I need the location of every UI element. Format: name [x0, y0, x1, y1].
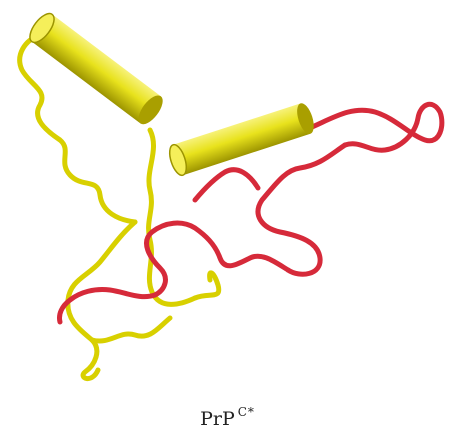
yellow-coil-upper-left [17, 32, 138, 225]
red-coil-center [144, 220, 291, 298]
red-coil-upper-right [255, 142, 348, 277]
caption-label: PrP [200, 408, 235, 430]
yellow-coil-group [17, 32, 222, 381]
caption-superscript: C* [237, 405, 255, 419]
yellow-coil-mid [146, 127, 198, 307]
yellow-coil-right-hook [192, 270, 222, 301]
red-coil-group [57, 101, 445, 325]
helix-cylinder-1 [29, 12, 163, 125]
red-coil-start [192, 167, 261, 203]
yellow-coil-lower-left [65, 219, 138, 381]
helix-cylinder-2 [168, 103, 314, 177]
yellow-coil-small-loop [89, 315, 173, 344]
red-coil-right-loop [302, 101, 445, 153]
red-coil-lower-left [57, 287, 158, 325]
